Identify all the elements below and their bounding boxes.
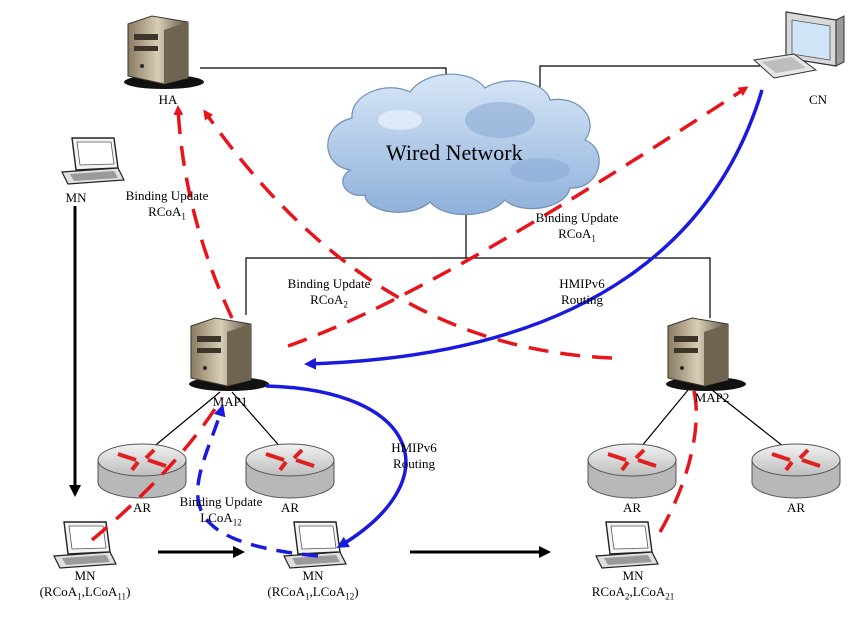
annotation-bu-lcoa: Binding Update LCoA12 (179, 494, 263, 528)
bu-lcoa-mn2-to-map1 (195, 404, 319, 558)
link-map-bus (245, 257, 711, 318)
ar-label-2: AR (280, 500, 300, 515)
annotation-hmip-top: HMIPv6 Routing (559, 276, 605, 307)
ha-label: HA (158, 92, 178, 107)
ar-label-4: AR (786, 500, 806, 515)
cn-label: CN (808, 92, 828, 107)
map2-label: MAP2 (694, 390, 730, 405)
annotation-bu-ha: Binding Update RCoA1 (125, 188, 209, 222)
hmipv6-routing-paths (195, 89, 764, 558)
annotation-hmip-bottom: HMIPv6 Routing (391, 440, 437, 471)
map1-server-icon (189, 317, 269, 391)
annotation-bu-cn: Binding Update RCoA1 (535, 210, 619, 244)
cloud-label: Wired Network (386, 140, 523, 165)
ar-router-icon-4 (751, 443, 841, 499)
mn-label-left: MN (RCoA1,LCoA11) (39, 568, 131, 602)
ar-router-icon-1 (97, 443, 187, 499)
ar-label-3: AR (622, 500, 642, 515)
cn-computer-icon (752, 11, 845, 79)
bu-map1-to-ha (173, 105, 234, 319)
movement-arrows (69, 206, 551, 558)
mn-left-laptop-icon (53, 521, 117, 569)
map1-label: MAP1 (212, 394, 248, 409)
ar-router-icon-2 (245, 443, 335, 499)
ha-server-icon (124, 15, 204, 89)
mn-label-middle: MN (RCoA1,LCoA12) (267, 568, 359, 602)
ar-label-1: AR (132, 500, 152, 515)
routing-cn-to-map1 (304, 89, 764, 370)
map2-server-icon (666, 317, 746, 391)
annotation-bu-rcoa2: Binding Update RCoA2 (287, 276, 371, 310)
routing-map1-to-mn2 (265, 384, 408, 549)
bu-map1-to-cn (287, 86, 749, 348)
mn-label-right: MN RCoA2,LCoA21 (591, 568, 675, 602)
mn-top-laptop-icon (61, 137, 125, 185)
bu-mn1-to-map1 (90, 397, 224, 542)
mn-middle-laptop-icon (283, 521, 347, 569)
mn-right-laptop-icon (595, 521, 659, 569)
mn-top-label: MN (65, 190, 87, 205)
bu-mn3-to-map2 (658, 383, 699, 533)
link-cn-cloud (539, 65, 760, 100)
ar-router-icon-3 (587, 443, 677, 499)
wired-network-cloud (327, 73, 600, 216)
binding-update-paths (90, 86, 749, 542)
